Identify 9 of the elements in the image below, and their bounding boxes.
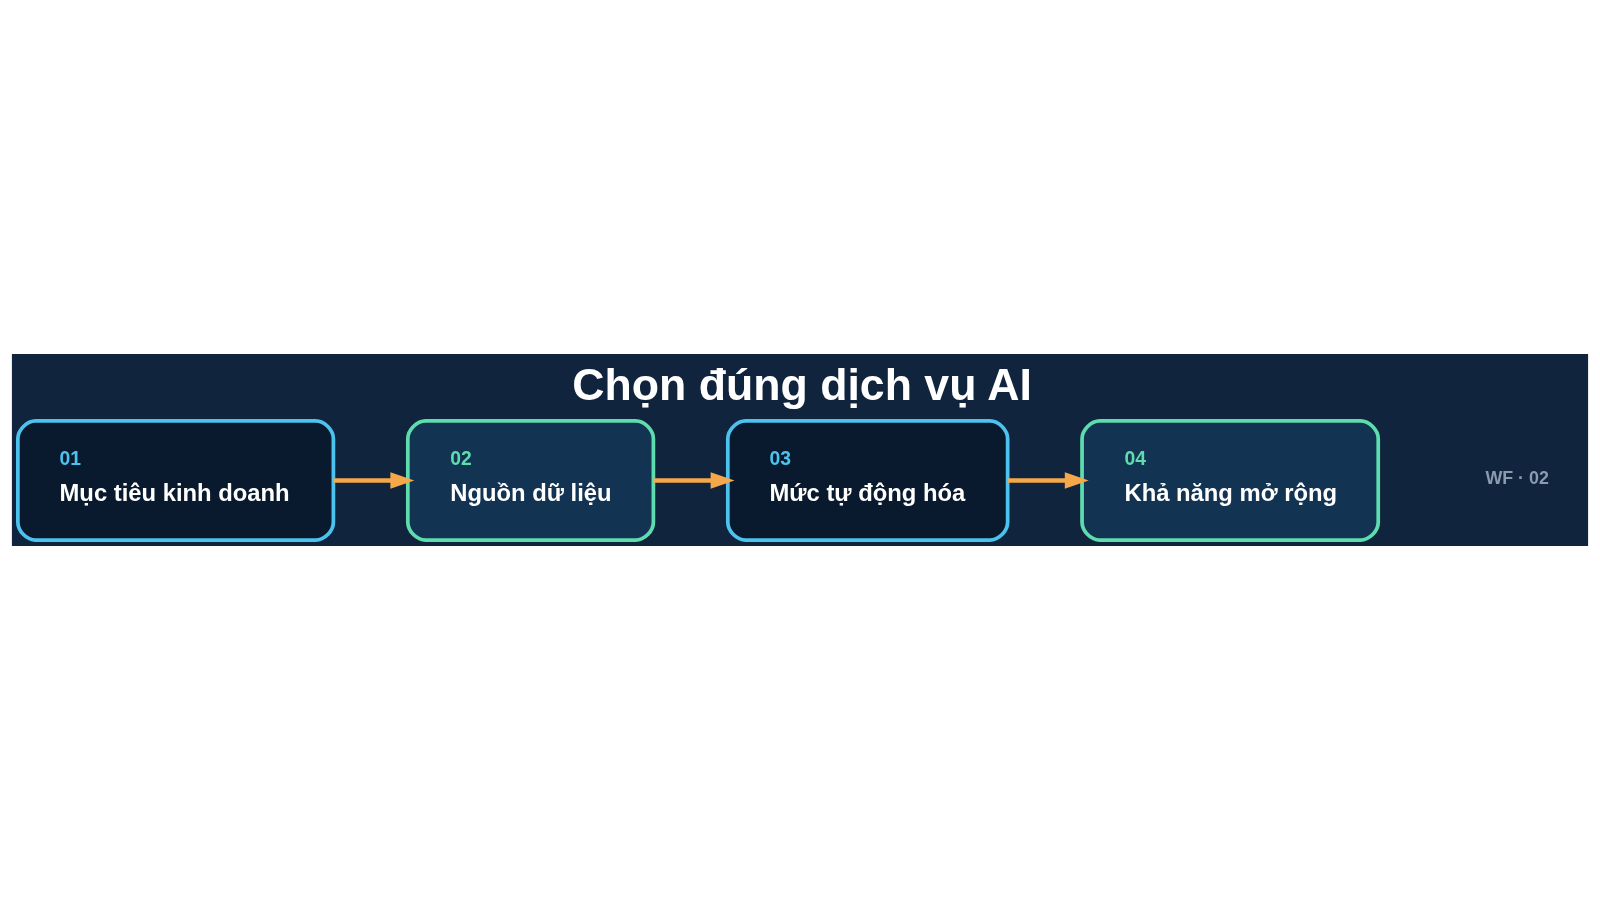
node-box: 03 Mức tự động hóa xyxy=(725,419,1010,542)
arrow xyxy=(1007,472,1089,489)
diagram-title: Chọn đúng dịch vụ AI xyxy=(572,360,1032,410)
arrow xyxy=(333,472,415,489)
arrow xyxy=(653,472,735,489)
node-box: 02 Nguồn dữ liệu xyxy=(405,419,656,542)
node-box: 01 Mục tiêu kinh doanh xyxy=(16,419,336,542)
node-box: 04 Khả năng mở rộng xyxy=(1080,419,1381,542)
label: WF · 02 xyxy=(1485,467,1549,488)
